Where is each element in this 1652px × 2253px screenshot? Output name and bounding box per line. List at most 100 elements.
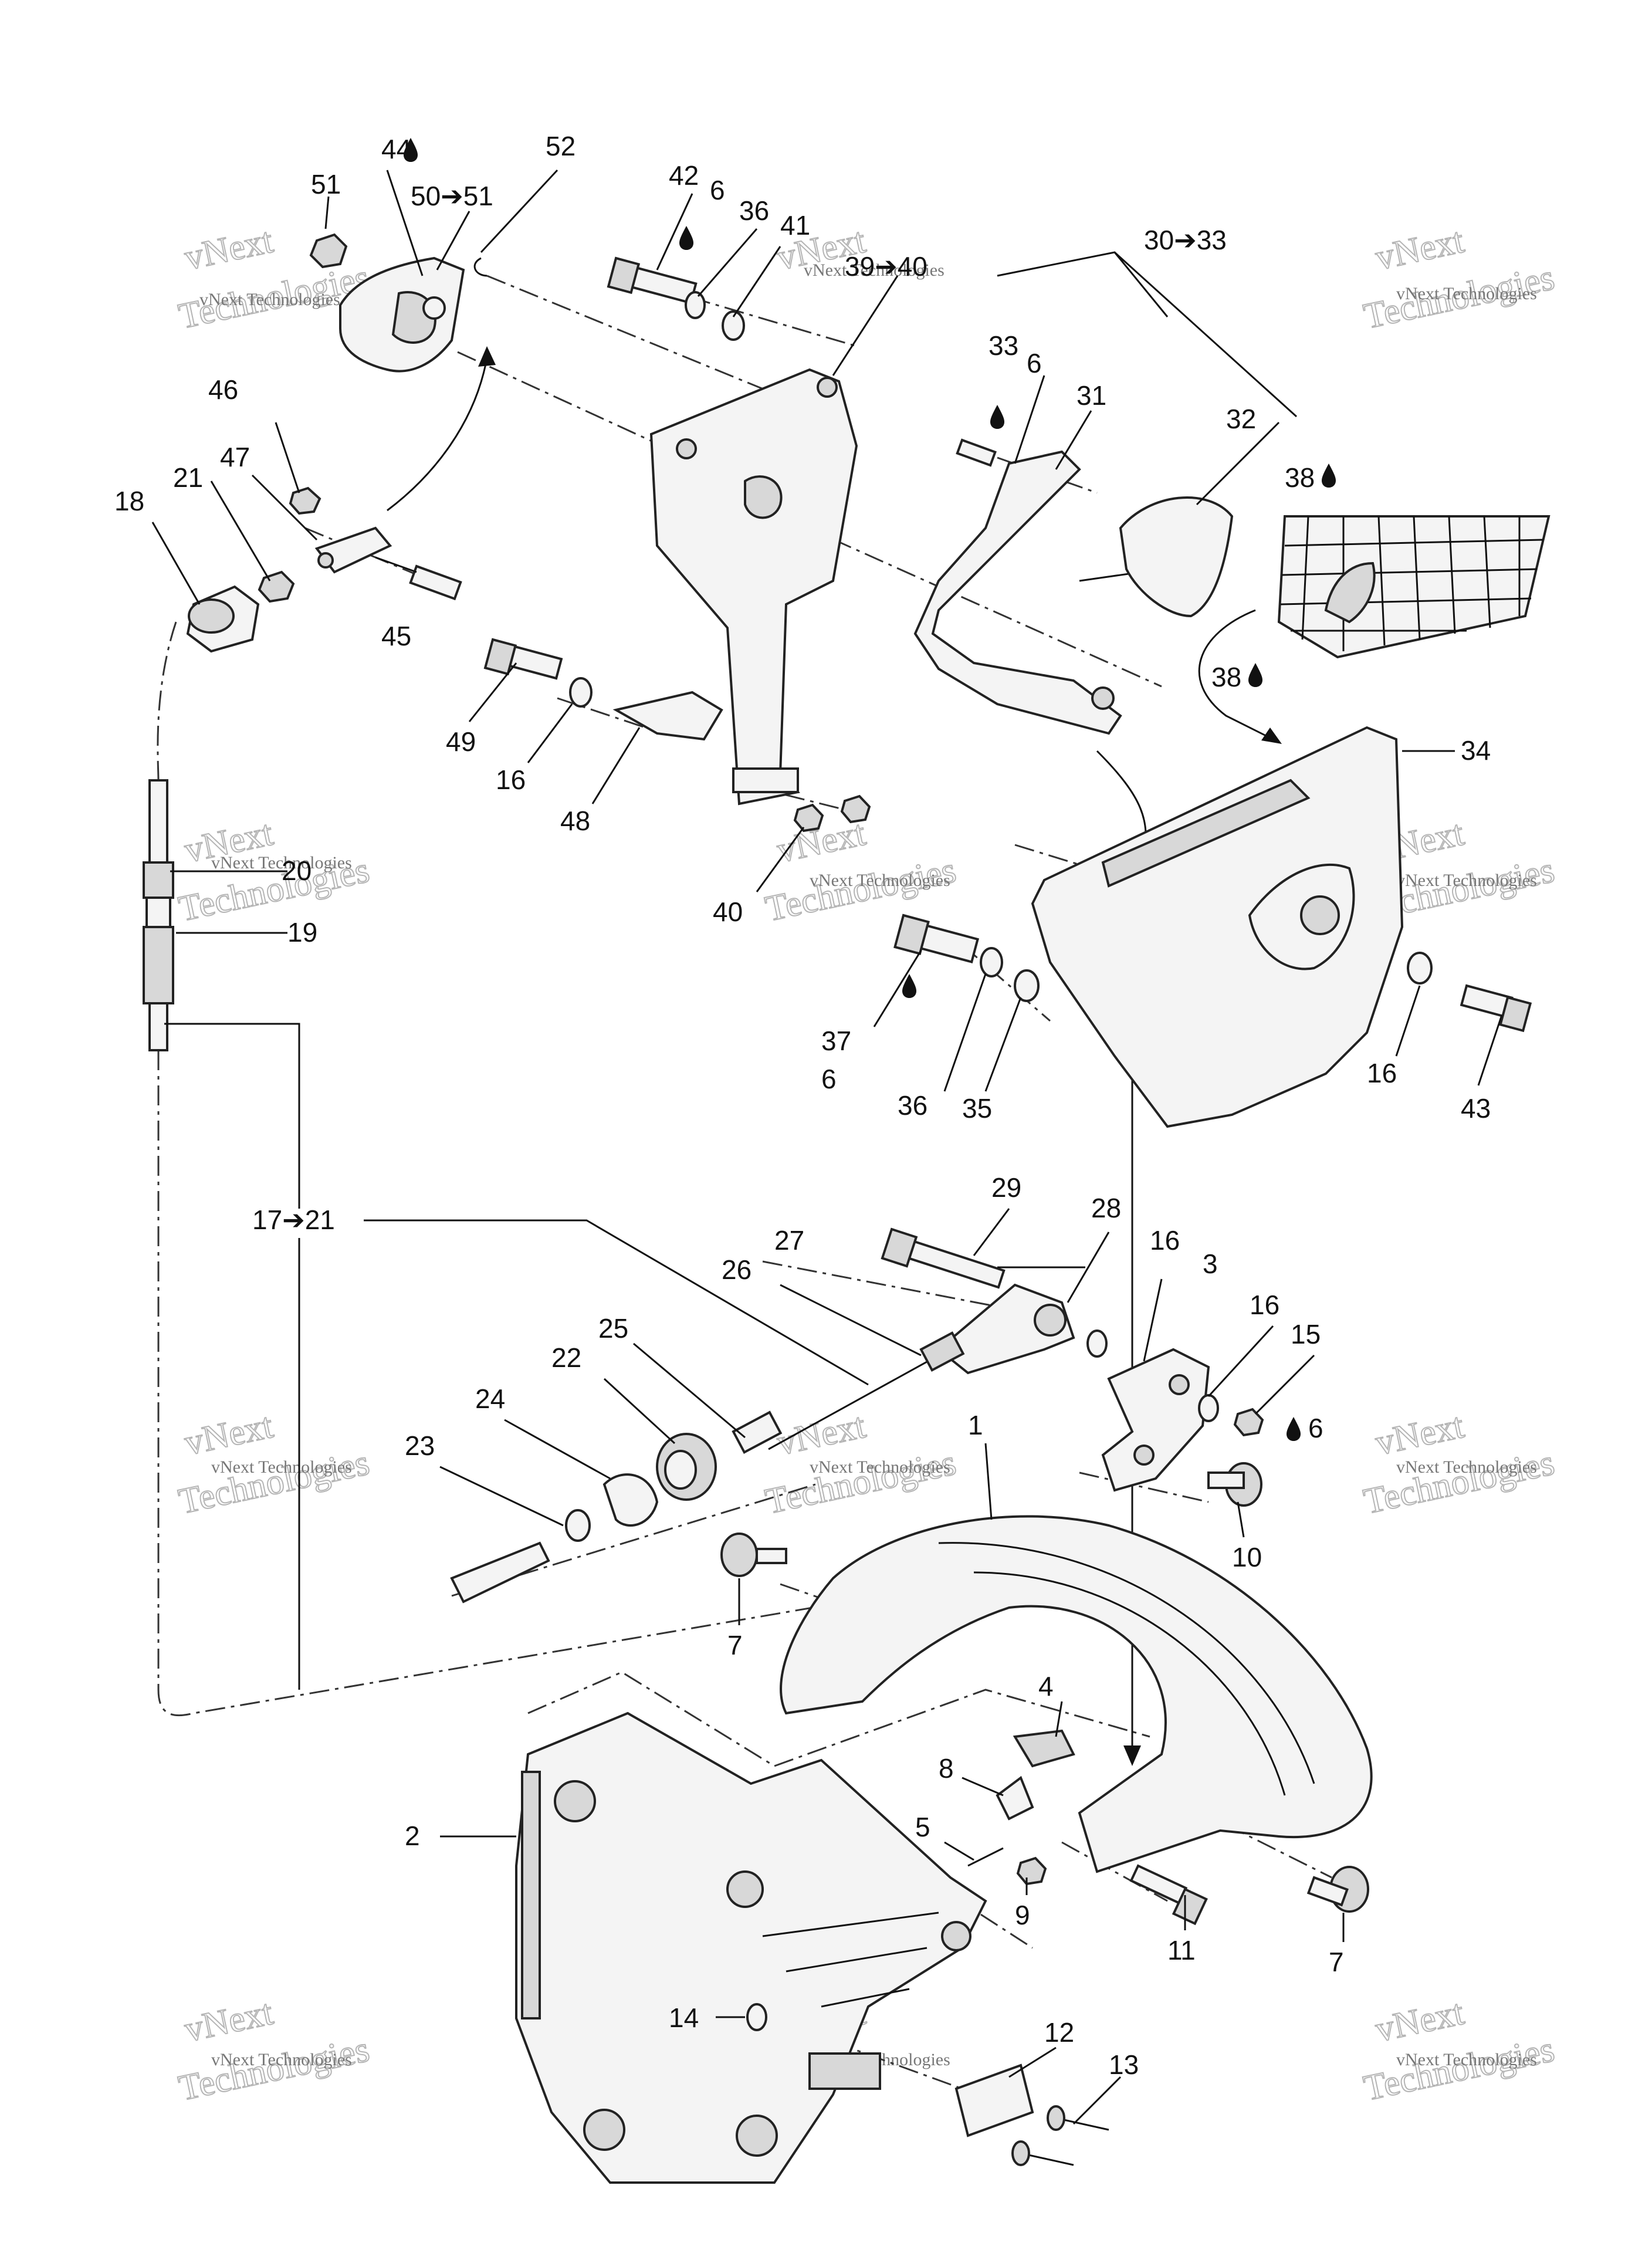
- part-handle-32: [1119, 496, 1234, 618]
- callout-30-33: 30➔33: [1144, 225, 1227, 255]
- watermark-caption: vNext Technologies: [810, 1457, 950, 1477]
- part-nut-40: [793, 803, 824, 833]
- part-spring-5: [967, 1847, 1004, 1867]
- callout-22: 22: [551, 1342, 581, 1373]
- part-nut-21: [258, 570, 295, 603]
- callout-16: 16: [1150, 1225, 1180, 1256]
- watermark-caption: vNext Technologies: [804, 261, 945, 280]
- part-link-47: [314, 526, 392, 574]
- part-nut-9: [1016, 1856, 1047, 1886]
- dash-cable-to-housing: [157, 1050, 951, 1717]
- part-bolt-49: [483, 638, 563, 680]
- arrow-head: [1261, 728, 1282, 744]
- callout-5: 5: [915, 1812, 930, 1842]
- callout-41: 41: [780, 210, 810, 241]
- part-washer-16b: [1407, 952, 1433, 985]
- callout-6: 6: [821, 1064, 837, 1094]
- callout-8: 8: [939, 1753, 954, 1784]
- dash-plate12: [832, 2041, 963, 2090]
- callout-52: 52: [546, 131, 576, 161]
- callout-38: 38: [1211, 662, 1241, 692]
- callout-7: 7: [1329, 1947, 1344, 1977]
- callout-31: 31: [1076, 380, 1106, 411]
- arrow-head: [478, 346, 496, 367]
- callout-7: 7: [727, 1630, 743, 1660]
- callout-36: 36: [739, 195, 769, 226]
- callout-24: 24: [475, 1383, 505, 1414]
- callout-9: 9: [1015, 1900, 1030, 1930]
- part-bolt-42: [607, 256, 698, 305]
- arrow-link-to-cover: [387, 357, 488, 512]
- watermark-caption: vNext Technologies: [211, 2050, 352, 2069]
- callout-46: 46: [208, 374, 238, 405]
- callout-11: 11: [1167, 1935, 1196, 1966]
- watermark-top-center: vNext vNext Technologies: [773, 220, 945, 280]
- watermark-caption: vNext Technologies: [1396, 284, 1537, 303]
- callout-33: 33: [989, 330, 1018, 361]
- oil-drop-icon: [1287, 1417, 1301, 1441]
- watermark-bottom-left: vNext Technologies vNext Technologies: [175, 1992, 374, 2109]
- part-screw-7b: [1306, 1866, 1369, 1913]
- watermark-caption: vNext Technologies: [1396, 1457, 1537, 1477]
- callout-43: 43: [1461, 1093, 1491, 1124]
- watermark-lower-center: vNext Technologies vNext Technologies: [761, 1405, 960, 1523]
- watermark-brand: vNext: [181, 1406, 276, 1463]
- part-screw-7: [720, 1533, 787, 1577]
- part-housing-2: [515, 1711, 987, 2184]
- dash-bolt49: [557, 697, 646, 729]
- part-pin-23: [450, 1541, 550, 1604]
- part-bolt-43: [1460, 984, 1532, 1033]
- watermark-caption: vNext Technologies: [1396, 871, 1537, 890]
- callout-50-51: 50➔51: [411, 181, 493, 211]
- callout-4: 4: [1038, 1671, 1054, 1701]
- callout-39-40: 39➔40: [845, 251, 927, 282]
- callout-6: 6: [1027, 348, 1042, 378]
- dash-fitting18-to-cable: [157, 621, 177, 781]
- part-washer-35: [1014, 969, 1040, 1002]
- callout-16: 16: [1250, 1290, 1279, 1320]
- part-nut-22: [656, 1433, 717, 1501]
- callout-12: 12: [1044, 2017, 1074, 2048]
- callout-18: 18: [114, 486, 144, 516]
- callout-25: 25: [598, 1313, 628, 1344]
- watermark-mid-center: vNext Technologies vNext Technologies: [761, 813, 960, 930]
- watermark-top-right: vNext Technologies vNext Technologies: [1360, 220, 1559, 337]
- part-cover-34: [1031, 726, 1404, 1128]
- callout-leaders: [151, 169, 1503, 2125]
- arrow-head: [1123, 1745, 1141, 1766]
- part-washer-36b: [980, 947, 1003, 977]
- oil-drop-icon: [902, 974, 916, 998]
- watermark-lower-right: vNext Technologies vNext Technologies: [1360, 1405, 1559, 1523]
- callout-49: 49: [446, 726, 476, 757]
- part-nut-40b: [840, 794, 871, 824]
- watermark-caption: vNext Technologies: [211, 1457, 352, 1477]
- part-lever-28: [936, 1283, 1075, 1375]
- watermark-caption: vNext Technologies: [1396, 2050, 1537, 2069]
- oil-drop-icon: [1322, 464, 1336, 488]
- callout-20: 20: [282, 855, 312, 886]
- part-nut-51: [309, 233, 348, 269]
- callout-23: 23: [405, 1430, 435, 1461]
- watermark-brand: vNext: [1372, 1992, 1467, 2050]
- callout-32: 32: [1226, 404, 1256, 434]
- part-block-4: [1013, 1729, 1075, 1768]
- callout-42: 42: [669, 160, 699, 191]
- callout-45: 45: [381, 621, 411, 651]
- callout-2: 2: [405, 1821, 420, 1851]
- oil-drop-icon: [990, 405, 1004, 429]
- callout-17-21: 17➔21: [252, 1205, 335, 1235]
- watermark-caption: vNext Technologies: [211, 853, 352, 872]
- oil-drop-icon: [1248, 663, 1262, 687]
- arrow-cover-to-plate: [1198, 609, 1274, 740]
- callout-26: 26: [722, 1254, 751, 1285]
- watermark-lower-left: vNext Technologies vNext Technologies: [175, 1405, 374, 1523]
- callout-35: 35: [962, 1093, 992, 1124]
- part-fitting-18: [186, 585, 260, 653]
- watermark-brand: vNext: [774, 1406, 869, 1463]
- part-washer-41: [722, 310, 745, 341]
- callout-21: 21: [173, 462, 203, 493]
- part-rivet-13: [1011, 2105, 1109, 2166]
- callout-3: 3: [1203, 1249, 1218, 1279]
- callout-44: 44: [381, 134, 411, 164]
